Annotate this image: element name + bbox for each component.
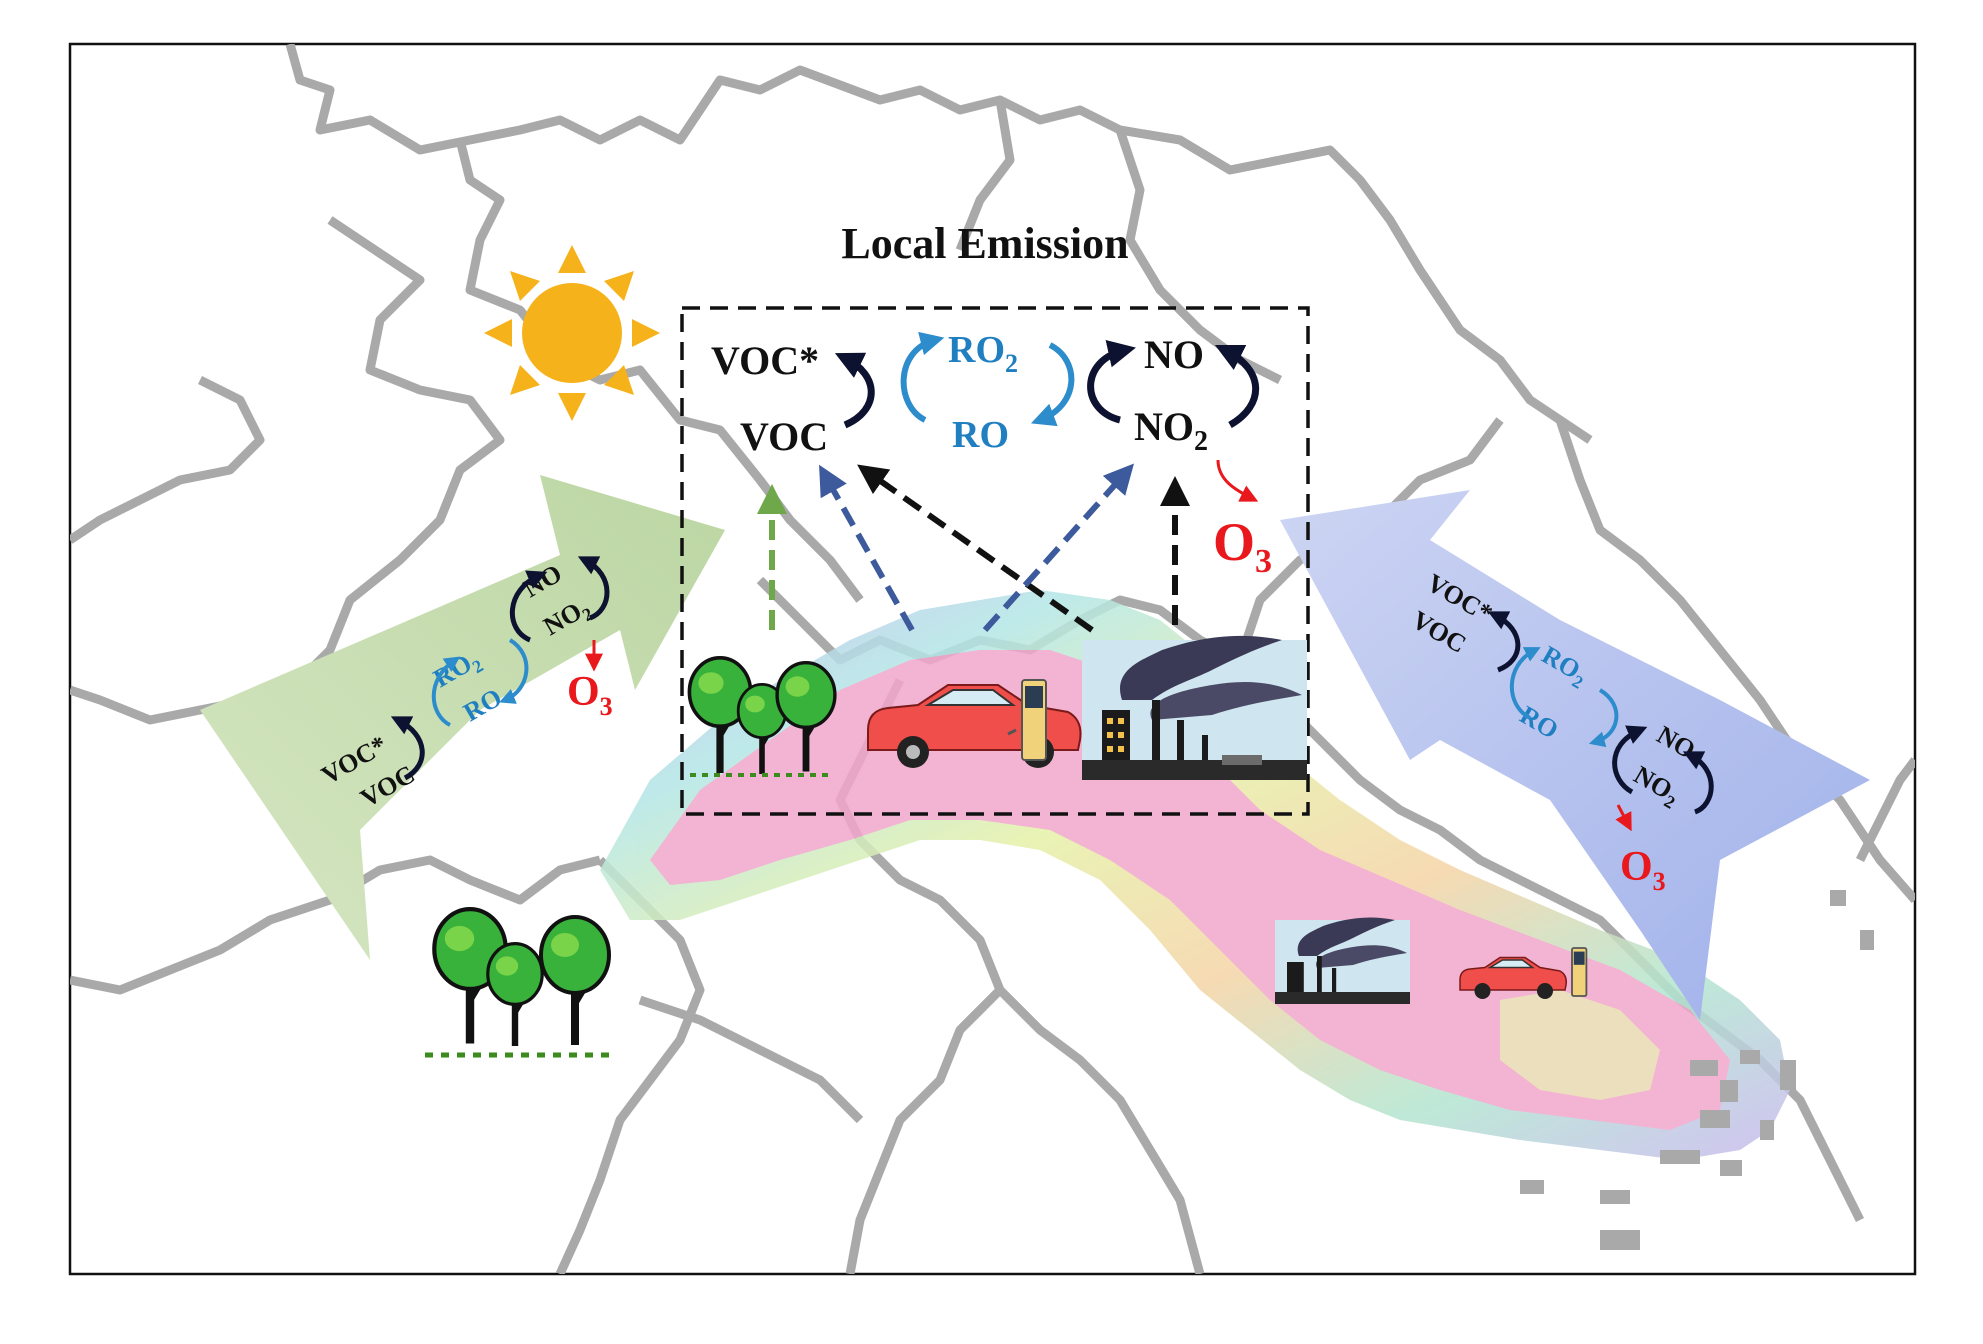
map-boundaries (70, 44, 1915, 1274)
left-no-cycle-arrow-left (509, 570, 548, 643)
right-o3-label: O3 (1620, 844, 1666, 896)
central-no-cycle-arrow-left (1087, 339, 1136, 424)
fuel-pump-icon (1571, 947, 1588, 997)
central-no-label: NO (1144, 332, 1204, 377)
right-voc-cycle-arrow (1487, 611, 1521, 673)
central-ro-cycle-arrow-left (900, 331, 945, 423)
right-no-cycle-arrow-left (1612, 725, 1648, 795)
left-o3-label: O3 (567, 669, 613, 721)
vehicle-to-no2-arrow (982, 463, 1135, 633)
central-voc-cycle-arrow (834, 352, 875, 429)
transport-arrow-left (200, 475, 725, 960)
factory-icon (1275, 917, 1410, 1004)
central-no-cycle-arrow-right (1214, 344, 1260, 429)
central-ro-label: RO (952, 414, 1009, 456)
transport-arrow-right (1280, 490, 1870, 1020)
factory-icon (1082, 635, 1307, 780)
fuel-pump-icon (1007, 679, 1047, 761)
emission-arrows (757, 463, 1190, 633)
sun-icon (484, 245, 660, 421)
industry-to-voc-arrow (857, 464, 1094, 633)
right-no-cycle-arrow-right (1682, 751, 1714, 815)
car-icon (1459, 956, 1567, 999)
right-o3-arrow (1615, 804, 1632, 832)
central-ro-cycle-arrow-right (1031, 342, 1075, 427)
coastal-islands (1520, 890, 1874, 1250)
central-ro2-label: RO2 (948, 329, 1018, 378)
central-chemistry: VOC* VOC RO2 RO NO NO2 O3 (711, 329, 1272, 580)
right-ro-cycle-arrow (1509, 647, 1541, 720)
central-o3-label: O3 (1213, 512, 1272, 580)
central-o3-arrow (1216, 459, 1259, 502)
central-no2-label: NO2 (1134, 404, 1208, 457)
vehicle-to-voc-arrow (819, 464, 915, 632)
right-ro-cycle-arrow-right (1588, 688, 1619, 748)
local-emission-title: Local Emission (841, 219, 1128, 268)
left-ro-cycle-arrow (431, 656, 461, 727)
local-emission-box (680, 306, 1310, 816)
central-voc-label: VOC (740, 414, 828, 459)
central-voc-star-label: VOC* (711, 338, 819, 383)
left-ro-cycle-arrow-right (499, 638, 529, 704)
left-voc-cycle-arrow (390, 716, 425, 781)
left-no-cycle-arrow-right (577, 556, 610, 621)
